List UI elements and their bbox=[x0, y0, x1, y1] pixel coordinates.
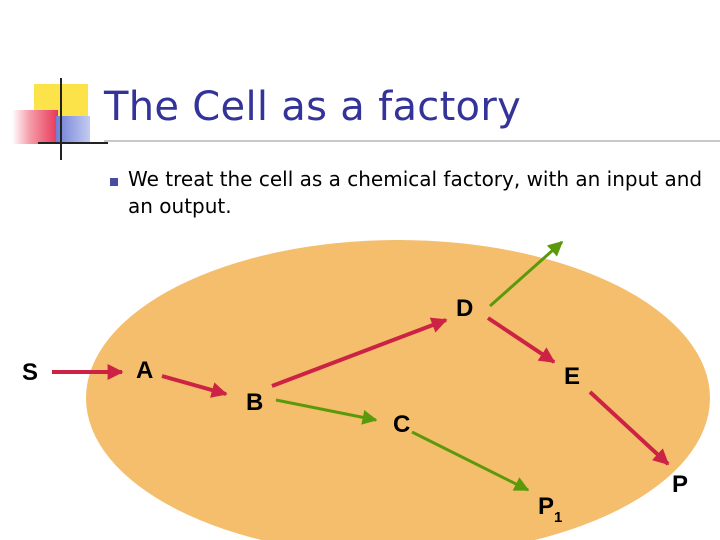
node-e-label: E bbox=[564, 363, 580, 390]
cell-ellipse bbox=[86, 240, 710, 540]
node-p-label: P bbox=[672, 471, 688, 498]
node-p1-base: P bbox=[538, 493, 554, 520]
node-b-label: B bbox=[246, 389, 263, 416]
node-p1-subscript: 1 bbox=[554, 509, 562, 526]
node-c-label: C bbox=[393, 411, 410, 438]
node-a-label: A bbox=[136, 357, 153, 384]
node-d-label: D bbox=[456, 295, 473, 322]
node-s-label: S bbox=[22, 359, 38, 386]
